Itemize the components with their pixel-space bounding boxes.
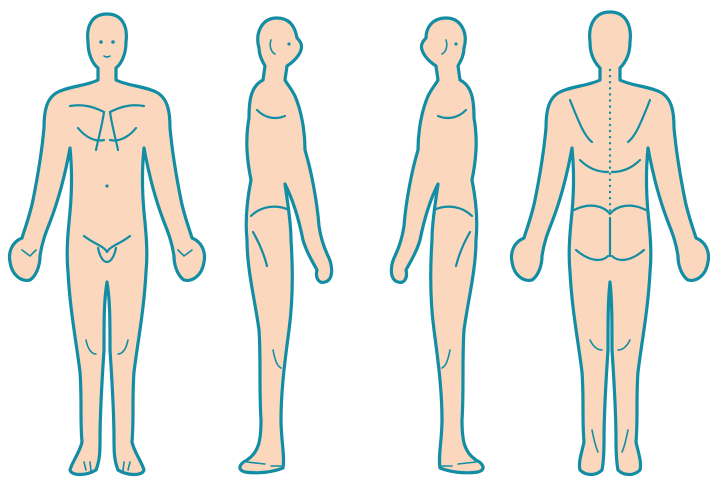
front-eye-left (99, 40, 103, 44)
right-side-body-outline (240, 18, 332, 473)
right-side-view-figure (215, 0, 355, 484)
left-side-body-outline (391, 18, 483, 473)
front-body-outline (10, 14, 205, 475)
left-side-view-figure (370, 0, 510, 484)
front-view-figure (0, 0, 215, 484)
back-view-figure (500, 0, 710, 484)
front-eye-right (111, 40, 115, 44)
